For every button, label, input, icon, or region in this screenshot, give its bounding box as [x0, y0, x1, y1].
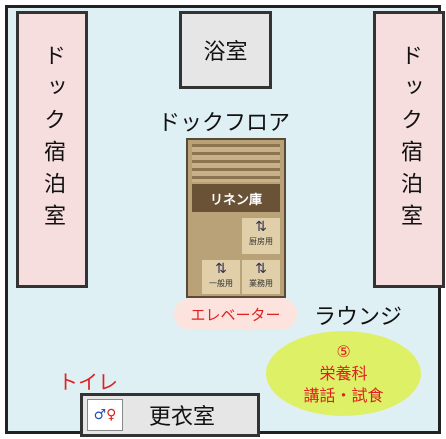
changing-room: ♂♀ 更衣室: [80, 393, 260, 437]
dock-room-right: ドック宿泊室: [373, 11, 445, 288]
dock-room-left-label: ドック宿泊室: [40, 44, 65, 236]
elevator-general-label: 一般用: [209, 279, 233, 288]
linen-storage: リネン庫: [192, 184, 280, 212]
elevator-icon: ⇅: [255, 219, 267, 235]
event-title: 栄養科: [319, 363, 368, 383]
dock-room-right-label: ドック宿泊室: [397, 44, 422, 236]
bath-room-label: 浴室: [203, 40, 248, 65]
bath-room: 浴室: [179, 11, 272, 89]
dock-room-left: ドック宿泊室: [16, 11, 88, 288]
stairs-pattern: [192, 144, 280, 182]
elevator-kitchen: ⇅ 厨房用: [242, 218, 280, 254]
changing-room-label: 更衣室: [149, 405, 216, 430]
elevator-business: ⇅ 業務用: [242, 260, 280, 294]
elevator-label: エレベーター: [174, 298, 297, 330]
event-number: ⑤: [336, 341, 351, 361]
lounge-label: ラウンジ: [314, 305, 403, 330]
nutrition-event: ⑤ 栄養科 講話・試食: [266, 331, 421, 416]
restroom-icon: ♂♀: [87, 399, 123, 431]
linen-storage-label: リネン庫: [209, 192, 262, 208]
elevator-general: ⇅ 一般用: [202, 260, 240, 294]
elevator-business-label: 業務用: [249, 279, 273, 288]
event-subtitle: 講話・試食: [303, 385, 384, 405]
toilet-label: トイレ: [58, 370, 118, 394]
elevator-icon: ⇅: [255, 261, 267, 277]
dock-floor-label: ドックフロア: [158, 111, 291, 136]
elevator-icon: ⇅: [215, 261, 227, 277]
elevator-kitchen-label: 厨房用: [249, 237, 273, 246]
core-block: リネン庫 ⇅ 厨房用 ⇅ 一般用 ⇅ 業務用: [186, 138, 286, 298]
floor-plan: 浴室 ドック宿泊室 ドック宿泊室 ドックフロア リネン庫 ⇅ 厨房用 ⇅ 一般用…: [5, 5, 445, 437]
